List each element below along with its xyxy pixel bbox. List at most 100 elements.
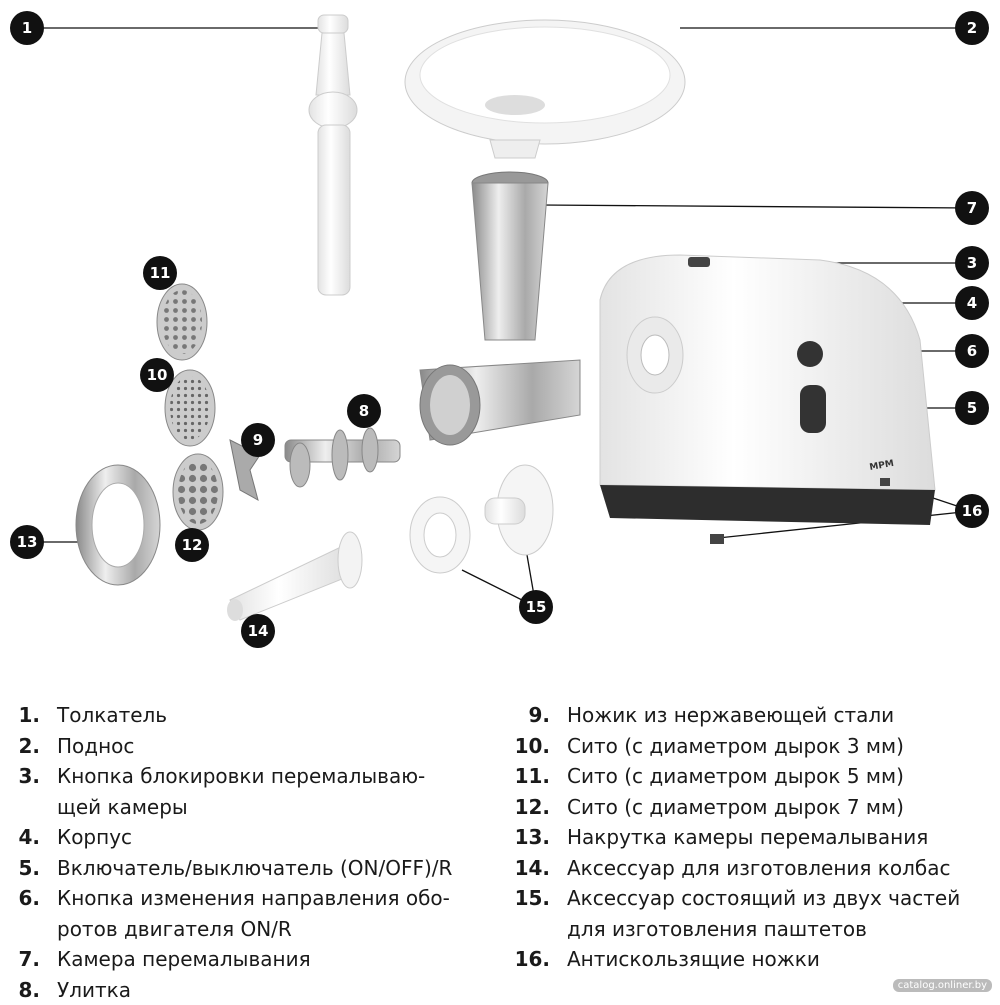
callout-7: 7 — [955, 191, 989, 225]
legend-text: Сито (с диаметром дырок 7 мм) — [567, 792, 904, 823]
svg-text:13: 13 — [17, 533, 38, 551]
auger-part — [285, 428, 400, 487]
svg-text:5: 5 — [967, 399, 977, 417]
callout-8: 8 — [347, 394, 381, 428]
callout-2: 2 — [955, 11, 989, 45]
callout-4: 4 — [955, 286, 989, 320]
pusher-part — [309, 15, 357, 295]
callout-15: 15 — [519, 590, 553, 624]
legend-number: 9. — [500, 700, 550, 731]
meat-grinder-exploded-diagram: MPM 1 2 3 4 — [0, 0, 1000, 680]
legend-number: 7. — [0, 944, 40, 975]
legend-left-column: 1. Толкатель 2. Поднос 3. Кнопка блокировки… — [0, 700, 452, 1005]
legend-item-12: 12. Сито (с диаметром дырок 7 мм) — [500, 792, 960, 823]
watermark: catalog.onliner.by — [893, 979, 992, 992]
reverse-button — [797, 341, 823, 367]
legend-item-13: 13. Накрутка камеры перемалывания — [500, 822, 960, 853]
callout-16: 16 — [955, 494, 989, 528]
legend-text: Антискользящие ножки — [567, 944, 820, 975]
callout-6: 6 — [955, 334, 989, 368]
svg-text:9: 9 — [253, 431, 263, 449]
legend-item-15: 15. Аксессуар состоящий из двух частей — [500, 883, 960, 914]
legend-right-column: 9. Ножик из нержавеющей стали 10. Сито (с … — [500, 700, 960, 975]
lock-button — [688, 257, 710, 267]
legend-text-continued: для изготовления паштетов — [500, 914, 960, 945]
svg-text:6: 6 — [967, 342, 977, 360]
legend-item-4: 4. Корпус — [0, 822, 452, 853]
legend-item-14: 14. Аксессуар для изготовления колбас — [500, 853, 960, 884]
legend-text: Кнопка изменения направления обо- — [57, 883, 450, 914]
callout-5: 5 — [955, 391, 989, 425]
sausage-attachment-part — [227, 532, 362, 621]
callout-10: 10 — [140, 358, 174, 392]
sieve-5mm-part — [157, 284, 207, 360]
legend-text: Аксессуар для изготовления колбас — [567, 853, 951, 884]
svg-text:4: 4 — [967, 294, 977, 312]
legend-text-continued: ротов двигателя ON/R — [0, 914, 452, 945]
callout-12: 12 — [175, 528, 209, 562]
legend-number: 15. — [500, 883, 550, 914]
svg-text:2: 2 — [967, 19, 977, 37]
legend-number: 10. — [500, 731, 550, 762]
callout-9: 9 — [241, 423, 275, 457]
callout-14: 14 — [241, 614, 275, 648]
legend-number: 14. — [500, 853, 550, 884]
legend-item-10: 10. Сито (с диаметром дырок 3 мм) — [500, 731, 960, 762]
legend-item-2: 2. Поднос — [0, 731, 452, 762]
svg-text:14: 14 — [248, 622, 269, 640]
legend-number: 3. — [0, 761, 40, 792]
legend-text: Толкатель — [57, 700, 167, 731]
legend-number: 5. — [0, 853, 40, 884]
legend-text: Накрутка камеры перемалывания — [567, 822, 928, 853]
svg-text:11: 11 — [150, 264, 171, 282]
legend-text: Камера перемалывания — [57, 944, 311, 975]
legend-text: Улитка — [57, 975, 131, 1005]
svg-text:10: 10 — [147, 366, 168, 384]
svg-text:3: 3 — [967, 254, 977, 272]
svg-text:12: 12 — [182, 536, 203, 554]
grinding-chamber-part — [420, 172, 580, 445]
power-switch — [800, 385, 826, 433]
motor-housing-part: MPM — [600, 255, 935, 544]
legend-text: Аксессуар состоящий из двух частей — [567, 883, 960, 914]
legend-number: 8. — [0, 975, 40, 1005]
legend-number: 4. — [0, 822, 40, 853]
legend-number: 12. — [500, 792, 550, 823]
callout-11: 11 — [143, 256, 177, 290]
legend-number: 1. — [0, 700, 40, 731]
legend-text: Кнопка блокировки перемалываю- — [57, 761, 425, 792]
legend-item-11: 11. Сито (с диаметром дырок 5 мм) — [500, 761, 960, 792]
svg-text:15: 15 — [526, 598, 547, 616]
legend-item-8: 8. Улитка — [0, 975, 452, 1005]
legend-item-1: 1. Толкатель — [0, 700, 452, 731]
legend-text: Сито (с диаметром дырок 3 мм) — [567, 731, 904, 762]
tray-part — [405, 20, 685, 158]
callout-1: 1 — [10, 11, 44, 45]
legend-item-5: 5. Включатель/выключатель (ON/OFF)/R — [0, 853, 452, 884]
legend-number: 16. — [500, 944, 550, 975]
ring-nut-part — [76, 465, 160, 585]
legend-text: Сито (с диаметром дырок 5 мм) — [567, 761, 904, 792]
legend-number: 2. — [0, 731, 40, 762]
legend-item-16: 16. Антискользящие ножки — [500, 944, 960, 975]
legend-text: Поднос — [57, 731, 134, 762]
callout-3: 3 — [955, 246, 989, 280]
legend-text: Ножик из нержавеющей стали — [567, 700, 894, 731]
sieve-7mm-part — [173, 454, 223, 530]
legend-text: Корпус — [57, 822, 132, 853]
legend-item-3: 3. Кнопка блокировки перемалываю- — [0, 761, 452, 792]
svg-text:7: 7 — [967, 199, 977, 217]
svg-text:8: 8 — [359, 402, 369, 420]
legend-number: 11. — [500, 761, 550, 792]
legend-number: 13. — [500, 822, 550, 853]
legend-number: 6. — [0, 883, 40, 914]
legend-text: Включатель/выключатель (ON/OFF)/R — [57, 853, 452, 884]
pate-attachment-part — [410, 465, 553, 573]
legend-item-6: 6. Кнопка изменения направления обо- — [0, 883, 452, 914]
svg-text:1: 1 — [22, 19, 32, 37]
svg-text:16: 16 — [962, 502, 983, 520]
legend-item-9: 9. Ножик из нержавеющей стали — [500, 700, 960, 731]
legend-item-7: 7. Камера перемалывания — [0, 944, 452, 975]
legend-text-continued: щей камеры — [0, 792, 452, 823]
callout-13: 13 — [10, 525, 44, 559]
